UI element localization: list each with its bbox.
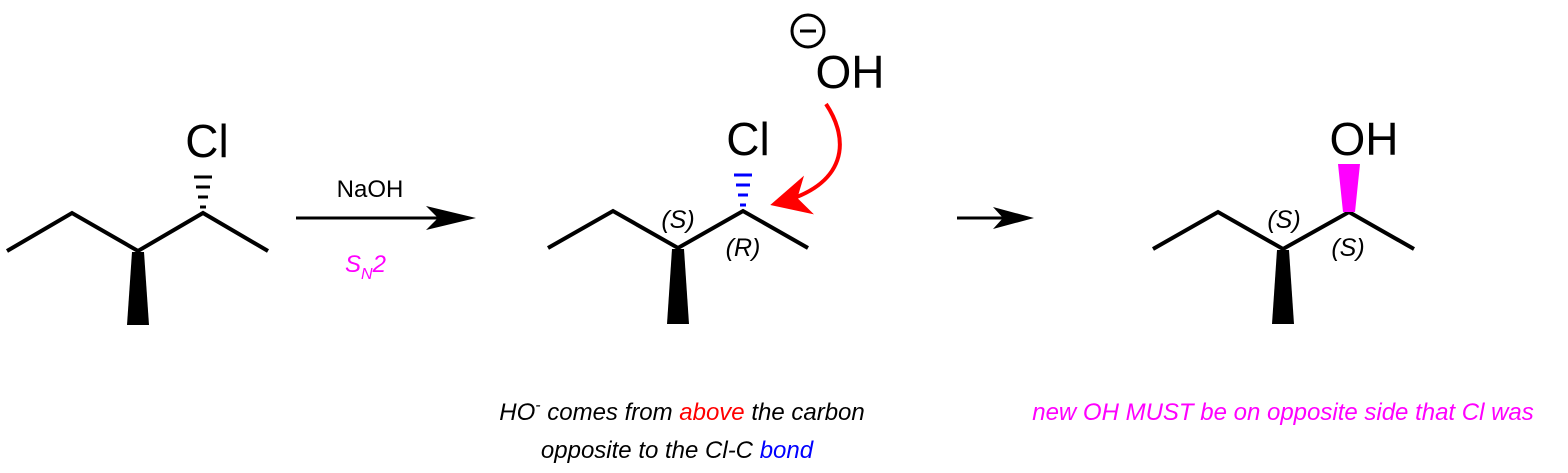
attack-chlorine-label: Cl (726, 113, 769, 165)
attack-carbon-skeleton (547, 208, 809, 251)
reactant-hashed-bond-to-cl (194, 175, 212, 209)
attack-caption-line-1: HO- comes from above the carbon (499, 397, 865, 426)
attack-hashed-bond-to-cl (734, 173, 752, 207)
mechanism-tail: 2 (372, 251, 386, 278)
reactant-carbon-skeleton (5, 210, 270, 254)
caption-ho: HO (499, 399, 535, 426)
caption-above: above (679, 399, 744, 426)
result-arrow-head (993, 207, 1034, 229)
reaction-arrow-head (426, 206, 476, 230)
product-hydroxyl-wedge (1338, 164, 1360, 212)
curly-attack-arrow (770, 102, 842, 215)
reagent-label: NaOH (337, 176, 404, 203)
attack-c2-stereo-label: (R) (726, 234, 761, 262)
reaction-arrow: NaOH SN2 (296, 176, 476, 283)
caption-the-carbon: the carbon (745, 399, 865, 426)
attack-methyl-wedge (667, 249, 689, 324)
product-hydroxyl-label: OH (1330, 113, 1399, 165)
reactant-methyl-wedge (127, 252, 149, 325)
mechanism-main: S (345, 251, 361, 278)
reactant-molecule: Cl (5, 115, 270, 325)
reactant-chlorine-label: Cl (185, 115, 228, 167)
caption-ho-charge: - (535, 397, 540, 414)
result-arrow (957, 207, 1034, 229)
hydroxide-label: OH (816, 46, 885, 98)
mechanism-subscript: N (361, 266, 373, 283)
negative-charge-circle (790, 13, 826, 49)
product-molecule: OH (S) (S) (1152, 113, 1415, 324)
caption-comes-from: comes from (541, 399, 680, 426)
product-methyl-wedge (1272, 250, 1294, 324)
product-carbon-skeleton (1152, 209, 1415, 252)
caption-opposite: opposite to the Cl-C (541, 437, 760, 464)
attack-molecule: Cl (S) (R) OH (547, 13, 885, 324)
product-c3-stereo-label: (S) (1267, 206, 1300, 234)
mechanism-label: SN2 (345, 251, 386, 283)
product-caption: new OH MUST be on opposite side that Cl … (1032, 399, 1534, 426)
product-c2-stereo-label: (S) (1331, 234, 1364, 262)
caption-bond: bond (760, 437, 814, 464)
attack-c3-stereo-label: (S) (661, 206, 694, 234)
attack-caption-line-2: opposite to the Cl-C bond (541, 437, 814, 464)
